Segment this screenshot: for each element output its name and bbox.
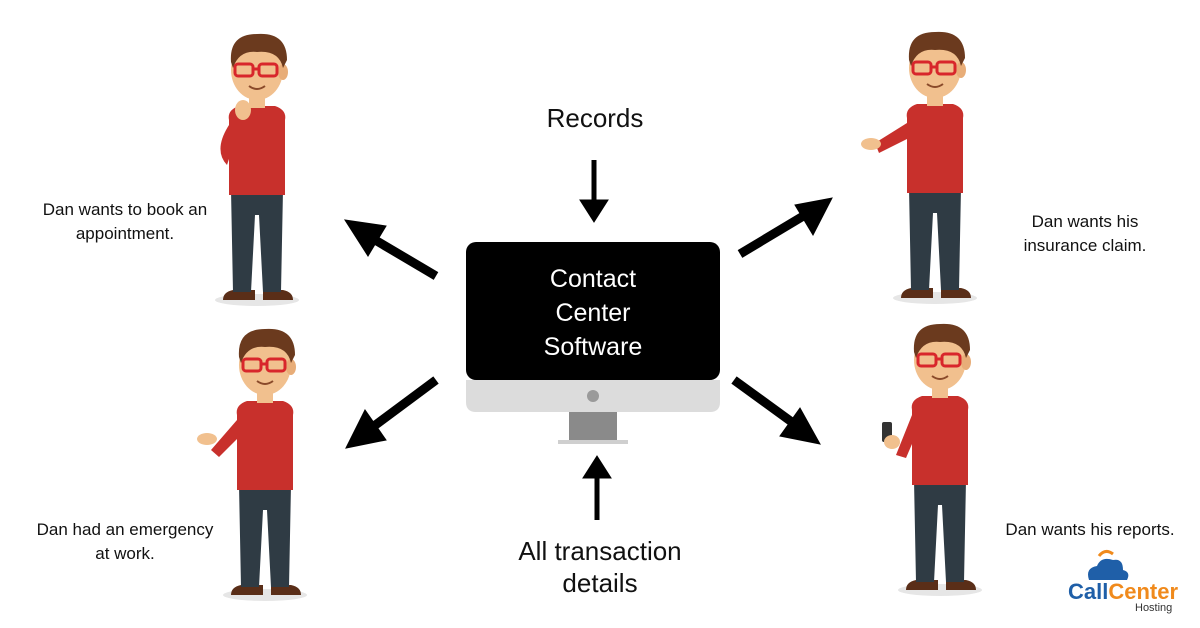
person-top-left xyxy=(213,32,301,308)
monitor-stand xyxy=(569,412,617,440)
arrow-records-in xyxy=(579,160,609,223)
monitor xyxy=(466,242,720,444)
caption-top-left: Dan wants to book an appointment. xyxy=(20,198,230,246)
caption-top-right-line-1: Dan wants his xyxy=(1031,212,1139,231)
caption-bottom-left-line-1: Dan had an emergency xyxy=(36,520,214,539)
person-bottom-right xyxy=(882,322,984,598)
monitor-line-3: Software xyxy=(543,333,643,361)
arrow-to-top-left xyxy=(343,219,439,280)
monitor-title: Contact Center Software xyxy=(466,262,720,364)
transactions-label: All transaction details xyxy=(500,535,700,599)
logo: CallCenter xyxy=(1068,580,1178,604)
arrows xyxy=(343,160,833,520)
caption-bottom-left: Dan had an emergency at work. xyxy=(20,518,230,566)
person-top-right xyxy=(861,30,979,306)
arrow-to-bottom-right xyxy=(731,376,821,445)
caption-top-right: Dan wants his insurance claim. xyxy=(995,210,1175,258)
caption-top-right-line-2: insurance claim. xyxy=(1023,236,1147,255)
monitor-line-2: Center xyxy=(555,299,631,327)
cloud-icon xyxy=(1088,549,1129,580)
monitor-line-1: Contact xyxy=(549,265,637,293)
monitor-button-icon xyxy=(587,390,599,402)
caption-bottom-left-line-2: at work. xyxy=(95,544,155,563)
logo-center: Center xyxy=(1108,579,1179,604)
arrow-to-top-right xyxy=(737,197,833,258)
person-bottom-left xyxy=(197,327,309,603)
transactions-label-line-1: All transaction xyxy=(518,536,682,566)
arrow-to-bottom-left xyxy=(345,376,439,449)
transactions-label-line-2: details xyxy=(562,568,638,598)
arrow-transactions-in xyxy=(582,455,612,520)
caption-top-left-line-2: appointment. xyxy=(75,224,175,243)
logo-call: Call xyxy=(1068,579,1109,604)
caption-top-left-line-1: Dan wants to book an xyxy=(42,200,208,219)
monitor-screen xyxy=(466,242,720,380)
records-label: Records xyxy=(546,103,644,133)
caption-bottom-right: Dan wants his reports. xyxy=(1005,520,1175,539)
logo-hosting: Hosting xyxy=(1135,602,1173,614)
